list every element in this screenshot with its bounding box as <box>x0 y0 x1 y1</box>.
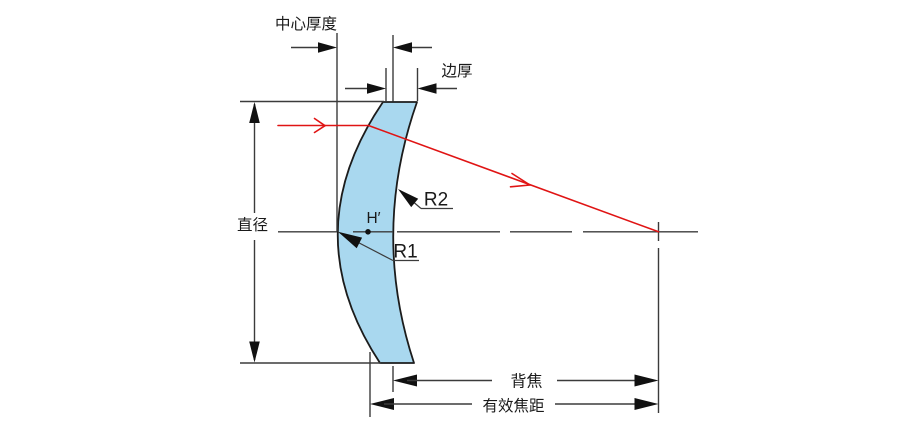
light-ray <box>277 117 660 233</box>
r2-callout: R2 <box>398 189 453 211</box>
arrowhead-ct-left <box>318 42 337 53</box>
r1-callout: R1 <box>338 231 419 263</box>
dimension-edge-thickness: 边厚 <box>345 62 473 94</box>
arrowhead-bf-right <box>634 374 659 387</box>
principal-point-label: H′ <box>366 210 380 227</box>
ray-refracted <box>367 124 660 233</box>
arrowhead-efl-left <box>370 398 394 410</box>
ray-arrowhead-refracted <box>509 172 531 188</box>
r2-label: R2 <box>424 190 448 211</box>
diameter-label: 直径 <box>237 216 268 234</box>
arrowhead-efl-right <box>634 398 659 410</box>
arrowhead-r1 <box>338 231 363 249</box>
arrowhead-diameter-down <box>249 341 260 363</box>
r1-label: R1 <box>393 242 417 263</box>
back-focus-label: 背焦 <box>510 373 542 391</box>
principal-point-dot <box>365 229 371 235</box>
edge-thickness-label: 边厚 <box>441 62 472 80</box>
arrowhead-bf-left <box>393 374 417 387</box>
reference-lines <box>240 33 660 417</box>
arrowhead-et-right <box>417 83 437 94</box>
effective-focal-length-label: 有效焦距 <box>482 397 544 415</box>
arrowhead-r2 <box>398 189 419 208</box>
arrowhead-diameter-up <box>249 102 260 123</box>
dimension-center-thickness: 中心厚度 <box>275 15 432 53</box>
meniscus-lens-shape <box>336 101 418 364</box>
principal-point-marker: H′ <box>365 210 381 235</box>
dimension-diameter: 直径 <box>237 102 268 363</box>
arrowhead-et-left <box>367 83 386 94</box>
center-thickness-label: 中心厚度 <box>275 15 337 33</box>
dimension-back-focus: 背焦 <box>393 373 659 391</box>
ray-arrowhead-incident <box>313 117 326 134</box>
arrowhead-ct-right <box>393 42 412 53</box>
dimension-effective-focal-length: 有效焦距 <box>370 397 659 415</box>
